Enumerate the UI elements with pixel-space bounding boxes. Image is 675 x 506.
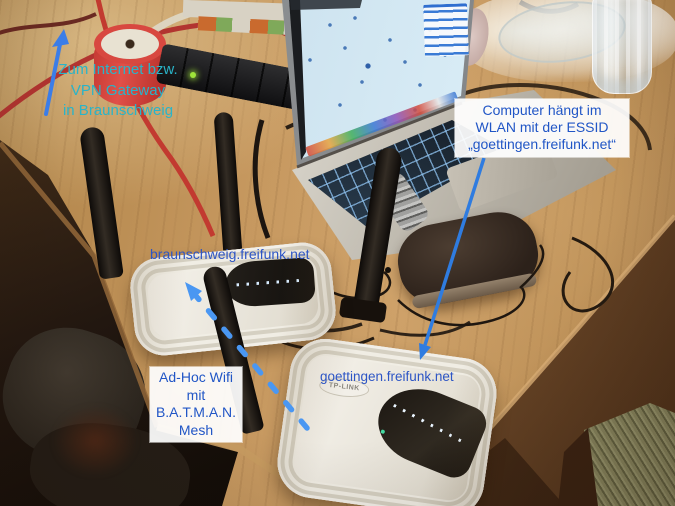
internet-gateway-label: Zum Internet bzw. VPN Gateway in Braunsc…	[58, 61, 178, 120]
arrow-up-head-icon	[52, 29, 69, 47]
router-back-ssid-label: braunschweig.freifunk.net	[150, 246, 310, 262]
arrow-down-head-icon	[419, 343, 431, 360]
earbud	[385, 267, 391, 273]
adhoc-mesh-note: Ad-Hoc Wifi mit B.A.T.M.A.N. Mesh	[150, 367, 242, 442]
spool-label	[101, 29, 159, 59]
dark-red-cable	[0, 12, 97, 35]
power-led	[190, 72, 196, 78]
laptop-power-cable	[252, 119, 271, 239]
arrow-up-icon	[44, 42, 62, 116]
drinking-glass	[592, 0, 652, 94]
black-cable	[459, 82, 652, 151]
cable-loop	[561, 236, 615, 313]
router-front-ssid-label: goettingen.freifunk.net	[320, 369, 454, 384]
computer-wlan-note: Computer hängt im WLAN mit der ESSID „go…	[455, 99, 629, 157]
chair-wood-glow	[52, 405, 138, 477]
dashed-mesh-link-icon	[193, 293, 310, 431]
dashed-arrow-head-icon	[185, 282, 202, 301]
arrow-down-icon	[423, 157, 486, 346]
